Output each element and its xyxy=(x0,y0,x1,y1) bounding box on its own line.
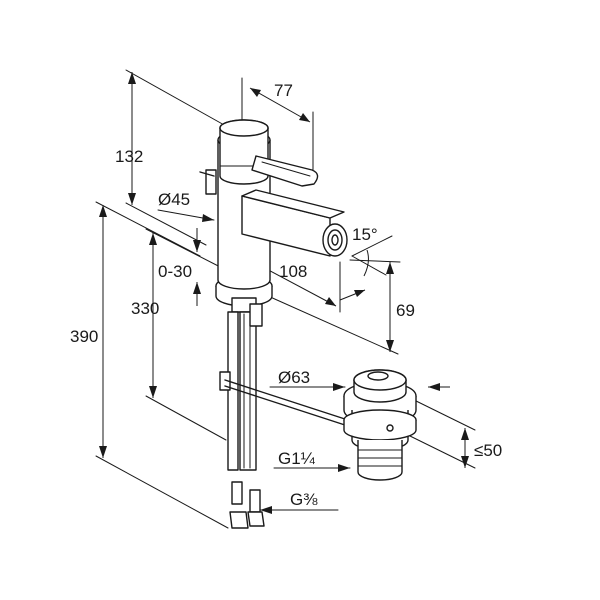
label-132: 132 xyxy=(115,147,143,166)
label-69: 69 xyxy=(396,301,415,320)
label-max-50: ≤50 xyxy=(474,441,502,460)
label-diameter-63: Ø63 xyxy=(278,368,310,387)
label-108: 108 xyxy=(279,262,307,281)
label-77: 77 xyxy=(274,81,293,100)
faucet-spout xyxy=(241,189,348,257)
label-0-30: 0-30 xyxy=(158,262,192,281)
label-390: 390 xyxy=(70,327,98,346)
label-diameter-45: Ø45 xyxy=(158,190,190,209)
dimension-lines xyxy=(95,69,476,529)
label-330: 330 xyxy=(131,299,159,318)
supply-hoses xyxy=(219,297,349,529)
pop-up-waste xyxy=(343,369,417,481)
dimension-labels: 77 132 Ø45 15° 0-30 108 330 69 390 Ø63 G… xyxy=(70,81,502,509)
label-g1-1-4: G1¼ xyxy=(278,449,316,468)
label-angle-15: 15° xyxy=(352,225,378,244)
label-g3-8: G⅜ xyxy=(290,490,318,509)
